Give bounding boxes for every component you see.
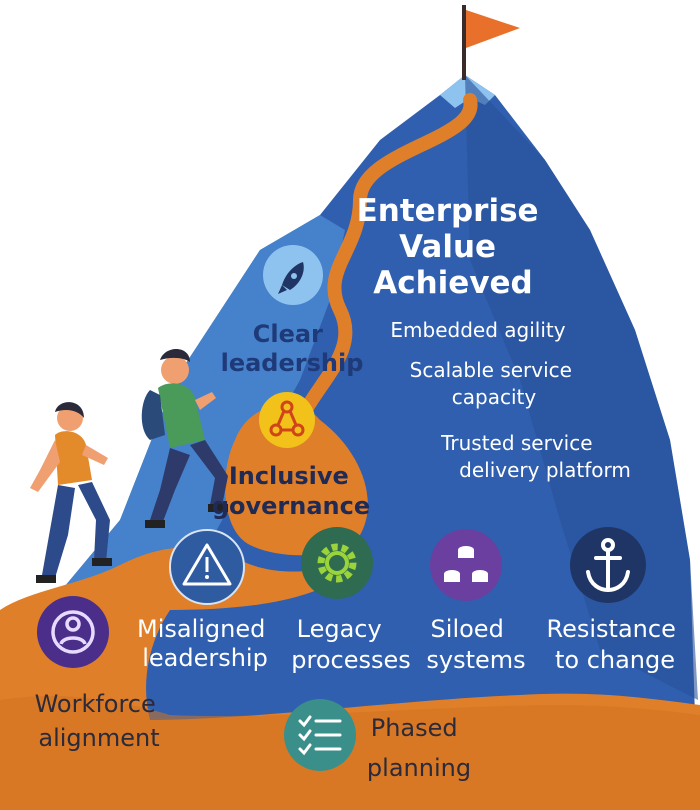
checklist-icon: [298, 715, 342, 756]
outcome-trusted-platform: Trusted service delivery platform: [440, 431, 631, 482]
anchor-icon: [586, 538, 630, 593]
inclusive-governance-badge: [259, 392, 315, 448]
siloed-systems-label: Siloed systems: [426, 615, 525, 674]
legacy-processes-label: Legacy processes: [291, 615, 411, 674]
inclusive-governance-label: Inclusive governance: [212, 462, 370, 520]
outcome-embedded-agility: Embedded agility: [390, 318, 565, 342]
flag-icon: [466, 10, 520, 48]
phased-planning-label: Phased planning: [367, 714, 471, 782]
network-icon: [269, 400, 305, 437]
misaligned-leadership-label: Misaligned leadership: [137, 615, 273, 672]
warning-icon: [182, 543, 232, 586]
workforce-alignment-badge: [37, 596, 109, 668]
resistance-to-change-label: Resistance to change: [547, 615, 684, 674]
climber-rear-person: [30, 402, 112, 583]
clear-leadership-badge: [263, 245, 323, 305]
mountain-right-face: [465, 75, 698, 700]
resistance-to-change-badge: [570, 527, 646, 603]
misaligned-leadership-badge: [169, 529, 245, 605]
person-icon: [51, 610, 95, 654]
siloed-systems-badge: [430, 529, 502, 601]
phased-planning-badge: [284, 699, 356, 771]
flag-pole: [462, 5, 466, 80]
climber-front-person: [141, 348, 228, 528]
governance-plateau: [225, 404, 368, 556]
clear-leadership-label: Clear leadership: [221, 320, 364, 377]
gear-icon: [317, 543, 357, 583]
rocket-icon: [278, 262, 304, 294]
workforce-alignment-label: Workforce alignment: [35, 690, 164, 752]
outcome-scalable-capacity: Scalable service capacity: [410, 358, 579, 409]
summit-title: Enterprise Value Achieved: [357, 193, 550, 301]
database-icon: [444, 546, 488, 582]
legacy-processes-badge: [301, 527, 373, 599]
